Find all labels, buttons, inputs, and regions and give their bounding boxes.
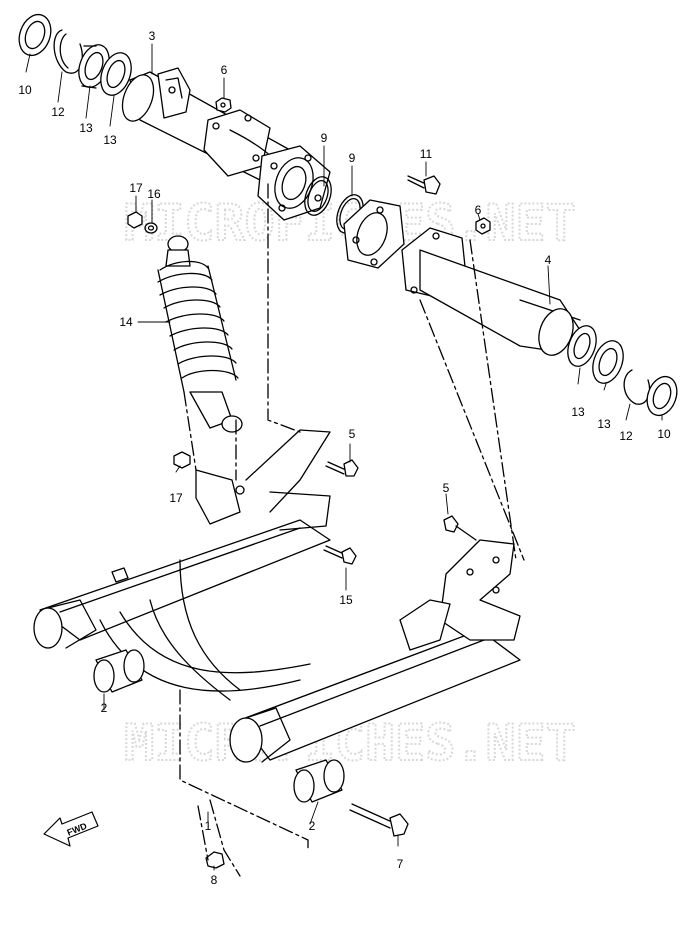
assembly-guide-lines: [179, 183, 525, 877]
circlip-12-right: [623, 369, 651, 405]
bearing-13-left-b: [100, 52, 132, 96]
callout-13-right-b: 13: [597, 417, 611, 431]
callout-2-right: 2: [309, 819, 316, 833]
bolt-5-upper: [325, 459, 359, 477]
pivot-shaft-4: [343, 199, 581, 356]
bearing-13-right-a: [567, 325, 597, 367]
callout-8: 8: [211, 873, 218, 887]
bearing-13-right-b: [592, 340, 624, 384]
nut-17-top: [127, 211, 143, 229]
callout-5-upper: 5: [349, 427, 356, 441]
callout-9-right: 9: [349, 151, 356, 165]
callout-16: 16: [147, 187, 161, 201]
callout-13-left-b: 13: [103, 133, 117, 147]
callout-9-left: 9: [321, 131, 328, 145]
callout-leaders: [25, 43, 663, 871]
callout-numbers: 10 12 13 13 3 6 9 9 11 6 4 13 13 12 10 1…: [18, 29, 671, 887]
callout-4: 4: [545, 253, 552, 267]
bushing-2-left: [93, 649, 145, 693]
bushing-2-right: [293, 759, 345, 803]
callout-6-right: 6: [475, 203, 482, 217]
nut-6-right: [475, 217, 491, 235]
callout-10-right: 10: [657, 427, 671, 441]
callout-12-left: 12: [51, 105, 65, 119]
nut-17-bottom: [173, 451, 191, 469]
rear-shock-14: [157, 235, 243, 433]
callout-3: 3: [149, 29, 156, 43]
callout-13-right-a: 13: [571, 405, 585, 419]
bolt-15: [323, 545, 357, 565]
washer-16: [144, 222, 158, 234]
callout-7: 7: [397, 857, 404, 871]
callout-17-bottom: 17: [169, 491, 183, 505]
nut-6-top: [215, 97, 232, 113]
bolt-7: [349, 803, 409, 837]
nut-8: [205, 851, 225, 869]
callout-6-top: 6: [221, 63, 228, 77]
oil-seal-10-right: [646, 375, 678, 417]
callout-11: 11: [420, 147, 433, 161]
pivot-shaft-3: [121, 67, 331, 221]
swingarm-1: [33, 429, 521, 763]
callout-1: 1: [205, 819, 212, 833]
callout-13-left-a: 13: [79, 121, 93, 135]
callout-10-left: 10: [18, 83, 32, 97]
bolt-5-lower: [443, 515, 477, 541]
bolt-11: [407, 175, 441, 195]
o-ring-9-left: [304, 176, 332, 216]
circlip-12-left: [53, 29, 83, 74]
oil-seal-10-left: [18, 13, 52, 57]
callout-15: 15: [339, 593, 353, 607]
callout-12-right: 12: [619, 429, 633, 443]
fwd-arrow-icon: [43, 811, 99, 847]
callout-17-top: 17: [129, 181, 143, 195]
callout-14: 14: [119, 315, 133, 329]
callout-5-lower: 5: [443, 481, 450, 495]
callout-2-left: 2: [101, 701, 108, 715]
